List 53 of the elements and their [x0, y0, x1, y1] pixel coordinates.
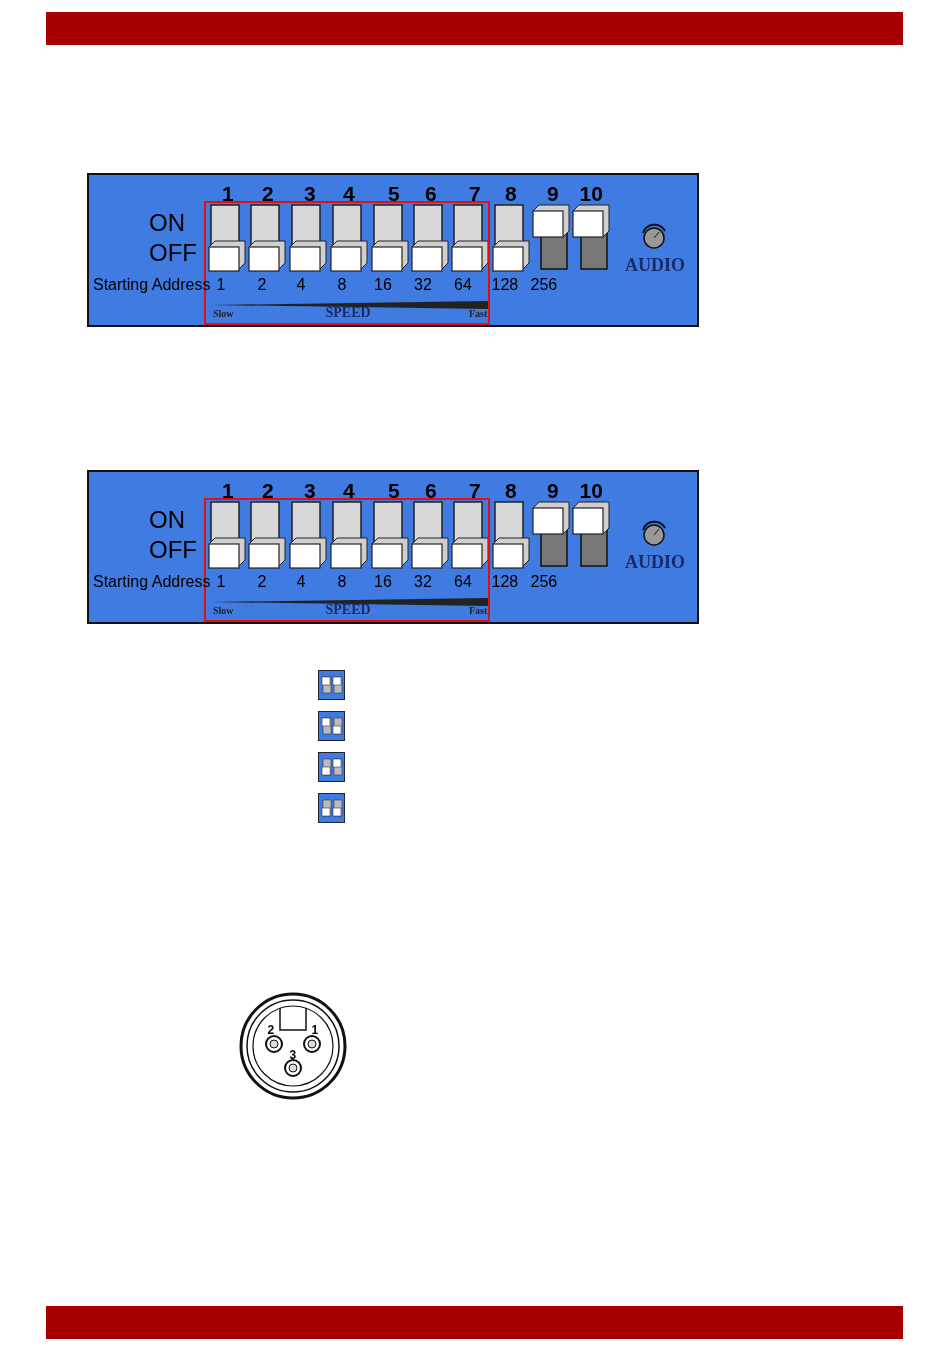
switch-number: 7: [469, 183, 481, 204]
switch-number: 3: [304, 480, 316, 501]
speed-fast-label: Fast: [469, 606, 488, 616]
switch-number: 10: [579, 480, 603, 501]
switch-number: 1: [222, 480, 234, 501]
switch-number: 2: [262, 183, 274, 204]
address-value: 256: [530, 277, 558, 293]
off-label: OFF: [149, 241, 197, 265]
switch-number: 8: [505, 480, 517, 501]
address-value: 2: [257, 574, 267, 590]
switch-number: 3: [304, 183, 316, 204]
address-value: 256: [530, 574, 558, 590]
address-value: 1: [216, 277, 226, 293]
address-value: 64: [454, 574, 472, 590]
switch-number: 4: [343, 183, 355, 204]
pin-number: 1: [311, 1024, 319, 1036]
speed-slow-label: Slow: [213, 309, 234, 319]
switch-number: 7: [469, 480, 481, 501]
address-value: 32: [414, 574, 432, 590]
address-value: 4: [296, 277, 306, 293]
switch-number: 8: [505, 183, 517, 204]
address-value: 1: [216, 574, 226, 590]
switch-number: 5: [388, 183, 400, 204]
audio-label: AUDIO: [625, 553, 685, 571]
switch-number: 6: [425, 183, 437, 204]
address-value: 2: [257, 277, 267, 293]
switch-number: 4: [343, 480, 355, 501]
pin-number: 2: [267, 1024, 275, 1036]
address-value: 64: [454, 277, 472, 293]
address-value: 8: [337, 277, 347, 293]
address-value: 8: [337, 574, 347, 590]
address-value: 128: [491, 574, 519, 590]
speed-fast-label: Fast: [469, 309, 488, 319]
pin-number: 3: [289, 1049, 297, 1061]
switch-number: 9: [547, 183, 559, 204]
address-value: 32: [414, 277, 432, 293]
on-label: ON: [149, 508, 185, 532]
switch-number: 9: [547, 480, 559, 501]
switch-number: 10: [579, 183, 603, 204]
audio-label: AUDIO: [625, 256, 685, 274]
switch-number: 1: [222, 183, 234, 204]
speed-label: SPEED: [325, 306, 371, 320]
switch-number: 2: [262, 480, 274, 501]
on-label: ON: [149, 211, 185, 235]
switch-number: 6: [425, 480, 437, 501]
switch-number: 5: [388, 480, 400, 501]
address-value: 4: [296, 574, 306, 590]
address-value: 16: [374, 277, 392, 293]
speed-slow-label: Slow: [213, 606, 234, 616]
address-value: 128: [491, 277, 519, 293]
address-value: 16: [374, 574, 392, 590]
speed-label: SPEED: [325, 603, 371, 617]
off-label: OFF: [149, 538, 197, 562]
